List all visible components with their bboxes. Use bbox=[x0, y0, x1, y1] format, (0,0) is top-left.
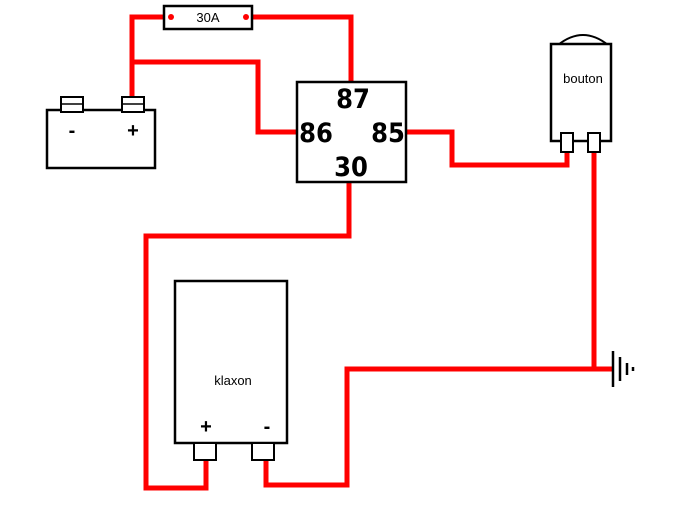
horn-terminal-positive bbox=[193, 442, 217, 461]
wire-battery-to-relay-86 bbox=[129, 59, 300, 135]
wire-relay-30-to-horn-plus bbox=[143, 179, 352, 491]
relay-body bbox=[295, 80, 408, 184]
fuse-label: 30A bbox=[196, 10, 219, 25]
relay-pin-85: 85 bbox=[371, 118, 405, 149]
battery-body bbox=[45, 108, 157, 170]
button-label: bouton bbox=[563, 71, 603, 86]
battery-minus-label: - bbox=[69, 120, 76, 142]
fuse-body bbox=[162, 4, 254, 31]
fuse-terminal-left bbox=[168, 14, 174, 20]
wire-relay-85-to-button bbox=[403, 129, 570, 168]
button-terminal-right bbox=[587, 132, 601, 153]
wire-battery-to-fuse bbox=[129, 14, 168, 99]
horn-minus-label: - bbox=[264, 416, 271, 438]
horn-terminal-negative bbox=[251, 442, 275, 461]
horn: klaxon + - bbox=[173, 279, 289, 461]
ground-icon bbox=[611, 351, 635, 387]
relay: 87 86 85 30 bbox=[295, 80, 408, 184]
button-cap bbox=[557, 34, 609, 46]
relay-pin-30: 30 bbox=[334, 152, 368, 183]
relay-pin-87: 87 bbox=[336, 84, 370, 115]
wire-horn-minus-to-ground bbox=[263, 366, 614, 488]
battery-plus-label: + bbox=[127, 120, 139, 142]
horn-body bbox=[173, 279, 289, 445]
fuse-terminal-right bbox=[243, 14, 249, 20]
fuse: 30A bbox=[162, 4, 254, 31]
push-button: bouton bbox=[549, 34, 613, 153]
button-terminal-left bbox=[560, 132, 574, 153]
wires bbox=[129, 14, 614, 491]
relay-pin-86: 86 bbox=[299, 118, 333, 149]
horn-plus-label: + bbox=[200, 416, 212, 438]
wire-fuse-to-relay-87 bbox=[246, 14, 354, 85]
battery: - + bbox=[45, 96, 157, 170]
horn-label: klaxon bbox=[214, 373, 252, 388]
button-body bbox=[549, 42, 613, 143]
